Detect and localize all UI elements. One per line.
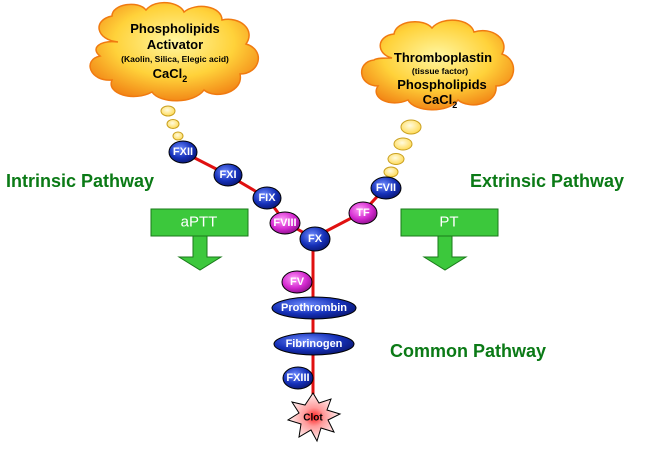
factor-fxiii-label: FXIII — [286, 372, 309, 384]
factor-fvii-node: FVII — [370, 176, 402, 200]
right-cloud-line2: (tissue factor) — [412, 66, 468, 76]
intrinsic-pathway-label: Intrinsic Pathway — [6, 171, 154, 191]
clot-starburst: Clot — [286, 392, 342, 443]
factor-fviii-node: FVIII — [269, 211, 301, 235]
prothrombin-node: Prothrombin — [271, 296, 357, 320]
right-thought-bubbles — [383, 119, 422, 178]
aptt-label: aPTT — [181, 214, 218, 231]
factor-tf-node: TF — [348, 201, 378, 225]
factor-fv-label: FV — [290, 276, 305, 288]
pt-label: PT — [439, 214, 458, 231]
pt-down-arrow-icon — [422, 235, 468, 271]
left-thought-bubbles — [160, 105, 184, 141]
left-cloud-line3: (Kaolin, Silica, Elegic acid) — [121, 54, 229, 64]
extrinsic-pathway-label: Extrinsic Pathway — [470, 171, 624, 191]
factor-fxii-label: FXII — [173, 146, 193, 158]
right-tissue-factor-cloud: Thromboplastin (tissue factor) Phospholi… — [361, 19, 515, 111]
factor-fvii-label: FVII — [376, 182, 396, 194]
clot-label: Clot — [303, 413, 323, 424]
factor-fv-node: FV — [281, 270, 313, 294]
left-activator-cloud: Phospholipids Activator (Kaolin, Silica,… — [89, 1, 260, 102]
right-cloud-line3: Phospholipids — [397, 77, 487, 92]
left-cloud-line4: CaCl2 — [153, 66, 188, 84]
factor-fxi-label: FXI — [219, 169, 236, 181]
factor-fviii-label: FVIII — [273, 217, 296, 229]
left-cloud-cacl: CaCl — [153, 66, 183, 81]
fibrinogen-node: Fibrinogen — [273, 332, 355, 356]
aptt-test-box: aPTT — [150, 208, 249, 271]
fibrinogen-label: Fibrinogen — [286, 338, 343, 350]
common-pathway-label: Common Pathway — [390, 341, 546, 361]
factor-fix-node: FIX — [252, 186, 282, 210]
aptt-down-arrow-icon — [177, 235, 223, 271]
factor-fxiii-node: FXIII — [282, 366, 314, 390]
factor-fxii-node: FXII — [168, 140, 198, 164]
right-cloud-line1: Thromboplastin — [394, 50, 492, 65]
factor-tf-label: TF — [356, 207, 370, 219]
factor-fx-label: FX — [308, 233, 323, 245]
right-cloud-subscript: 2 — [452, 100, 457, 110]
factor-fx-node: FX — [299, 226, 331, 252]
pt-test-box: PT — [400, 208, 499, 271]
right-cloud-cacl: CaCl — [423, 92, 453, 107]
prothrombin-label: Prothrombin — [281, 302, 347, 314]
left-cloud-line2: Activator — [147, 37, 203, 52]
left-cloud-subscript: 2 — [182, 74, 187, 84]
factor-fxi-node: FXI — [213, 163, 243, 187]
left-cloud-line1: Phospholipids — [130, 21, 220, 36]
factor-fix-label: FIX — [258, 192, 276, 204]
right-cloud-line4: CaCl2 — [423, 92, 458, 110]
